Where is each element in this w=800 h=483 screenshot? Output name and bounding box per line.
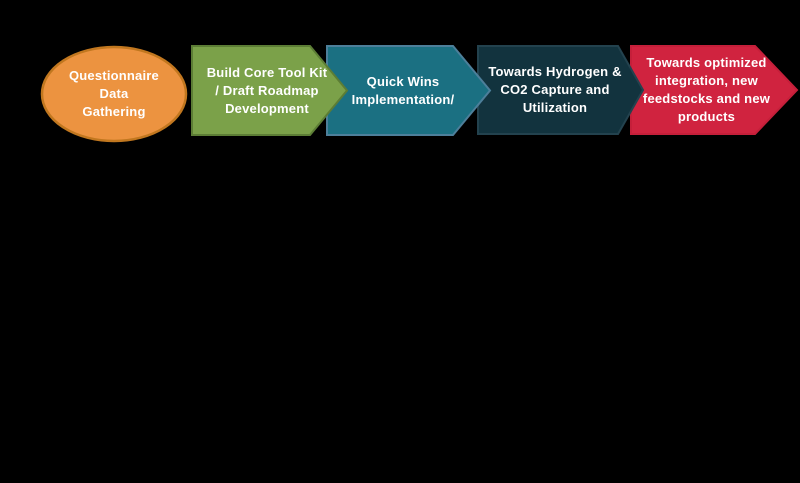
arrow-shape-quick-wins	[326, 45, 492, 136]
ellipse-shape-questionnaire-data-gathering	[40, 45, 188, 143]
arrow-shape-build-core-toolkit	[191, 45, 349, 136]
arrow-shape-optimized-integration	[630, 45, 799, 135]
arrow-shape-hydrogen-co2-capture	[477, 45, 645, 135]
